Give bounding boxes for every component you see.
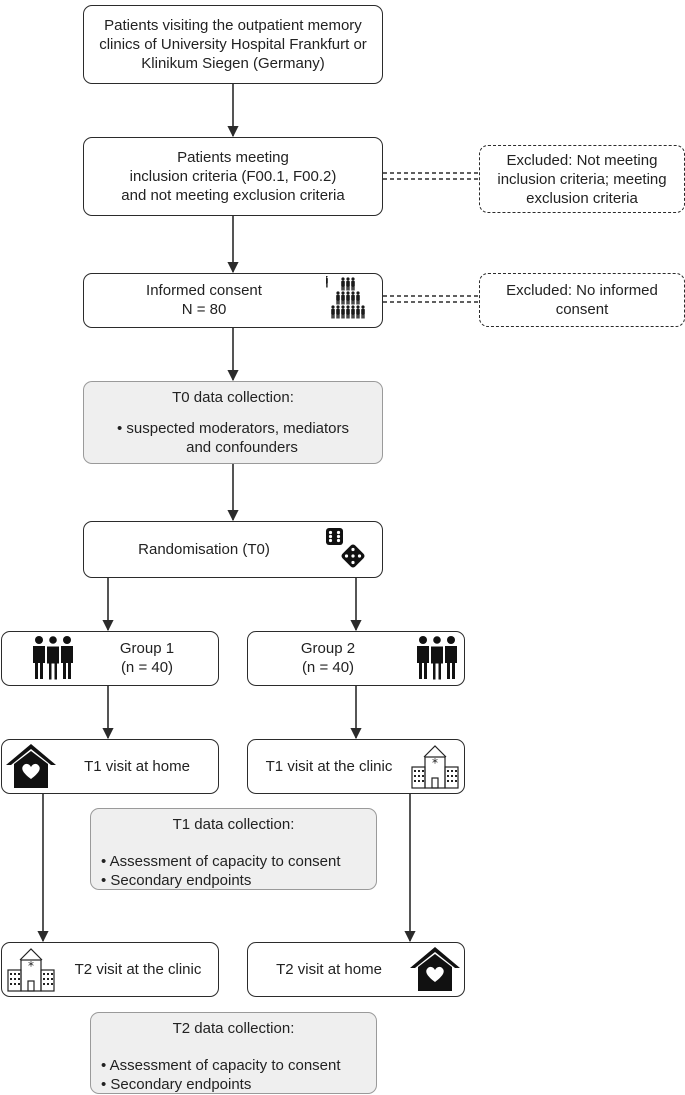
- t2-data-collection-box: T2 data collection: • Assessment of capa…: [90, 1012, 377, 1094]
- excluded-consent-box: Excluded: No informed consent: [479, 273, 685, 327]
- group-1-label: Group 1: [119, 640, 175, 657]
- t2-collection-bullet-2: • Secondary endpoints: [101, 1076, 252, 1093]
- t2-visit-home-box: T2 visit at home: [247, 942, 465, 997]
- informed-consent-count: N = 80: [181, 301, 227, 318]
- informed-consent-title: Informed consent: [146, 282, 262, 299]
- svg-text:*: *: [432, 756, 438, 770]
- t2-visit-home-label: T2 visit at home: [276, 960, 382, 978]
- t0-collection-title: T0 data collection:: [172, 389, 294, 406]
- inclusion-line2: inclusion criteria (F00.1, F00.2): [129, 168, 337, 185]
- inclusion-criteria-box: Patients meeting inclusion criteria (F00…: [83, 137, 383, 216]
- group-of-three-people-icon: [33, 635, 73, 681]
- excluded-criteria-line3: exclusion criteria: [526, 189, 638, 207]
- t1-collection-bullet-2: • Secondary endpoints: [101, 872, 252, 889]
- group-1-box: Group 1 (n = 40): [1, 631, 219, 686]
- patients-visiting-line3: Klinikum Siegen (Germany): [141, 55, 325, 72]
- t1-collection-bullet-1: • Assessment of capacity to consent: [101, 853, 341, 870]
- inclusion-line1: Patients meeting: [177, 149, 289, 166]
- randomisation-label: Randomisation (T0): [138, 540, 270, 558]
- t0-data-collection-box: T0 data collection: • suspected moderato…: [83, 381, 383, 464]
- group-1-count: (n = 40): [120, 659, 174, 676]
- group-2-box: Group 2 (n = 40): [247, 631, 465, 686]
- house-with-heart-icon: [6, 744, 56, 788]
- hospital-building-icon: *: [7, 948, 55, 992]
- house-with-heart-icon: [410, 947, 460, 991]
- excluded-criteria-line1: Excluded: Not meeting: [506, 151, 658, 169]
- t1-visit-home-box: T1 visit at home: [1, 739, 219, 794]
- t1-data-collection-box: T1 data collection: • Assessment of capa…: [90, 808, 377, 890]
- excluded-criteria-box: Excluded: Not meeting inclusion criteria…: [479, 145, 685, 213]
- dice-icon: [326, 528, 365, 568]
- patients-visiting-line1: Patients visiting the outpatient memory: [104, 17, 362, 34]
- hospital-building-icon: *: [411, 745, 459, 789]
- t1-collection-title: T1 data collection:: [172, 816, 295, 833]
- t2-visit-clinic-label: T2 visit at the clinic: [74, 960, 202, 978]
- svg-text:*: *: [28, 959, 34, 973]
- t1-visit-clinic-box: T1 visit at the clinic *: [247, 739, 465, 794]
- t2-visit-clinic-box: * T2 visit at the clinic: [1, 942, 219, 997]
- people-crowd-icon: [326, 276, 365, 319]
- excluded-criteria-line2: inclusion criteria; meeting: [497, 170, 667, 188]
- inclusion-line3: and not meeting exclusion criteria: [121, 187, 345, 204]
- patients-visiting-box: Patients visiting the outpatient memory …: [83, 5, 383, 84]
- t0-collection-bullet-line2: and confounders: [186, 439, 298, 456]
- t1-visit-home-label: T1 visit at home: [84, 757, 190, 775]
- informed-consent-box: Informed consent N = 80: [83, 273, 383, 328]
- excluded-consent-line2: consent: [555, 301, 609, 318]
- t0-collection-bullet-line1: • suspected moderators, mediators: [116, 420, 350, 437]
- randomisation-box: Randomisation (T0): [83, 521, 383, 578]
- t2-collection-title: T2 data collection:: [172, 1020, 295, 1037]
- patients-visiting-line2: clinics of University Hospital Frankfurt…: [99, 36, 367, 53]
- group-of-three-people-icon: [417, 635, 457, 681]
- t2-collection-bullet-1: • Assessment of capacity to consent: [101, 1057, 341, 1074]
- group-2-count: (n = 40): [301, 659, 355, 676]
- t1-visit-clinic-label: T1 visit at the clinic: [265, 757, 393, 775]
- group-2-label: Group 2: [300, 640, 356, 657]
- excluded-consent-line1: Excluded: No informed: [506, 282, 658, 299]
